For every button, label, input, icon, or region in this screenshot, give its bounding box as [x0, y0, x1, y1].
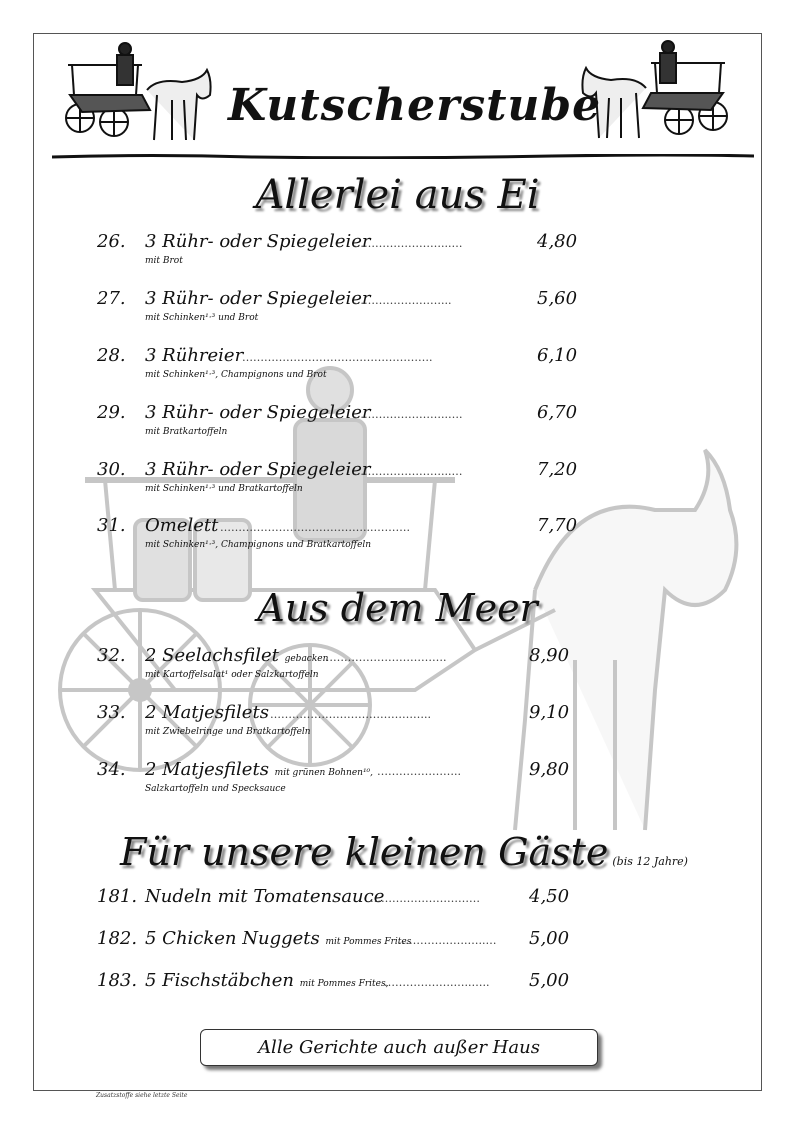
item-number: 27.: [97, 288, 126, 309]
item-number: 32.: [97, 645, 126, 666]
section-title-eggs: Allerlei aus Ei: [255, 172, 540, 218]
item-price: 5,00: [529, 928, 570, 949]
item-price: 9,80: [529, 759, 570, 780]
header-divider: [52, 154, 754, 159]
item-name: 5 Chicken Nuggets mit Pommes Frites: [145, 928, 412, 949]
item-number: 34.: [97, 759, 126, 780]
item-price: 7,70: [537, 515, 578, 536]
item-name: 2 Matjesfilets: [145, 702, 269, 723]
item-price: 4,80: [537, 231, 578, 252]
item-name: 3 Rühr- oder Spiegeleier: [145, 459, 371, 480]
item-name: 5 Fischstäbchen mit Pommes Frites,: [145, 970, 389, 991]
item-number: 26.: [97, 231, 126, 252]
item-number: 29.: [97, 402, 126, 423]
item-name: 2 Matjesfilets mit grünen Bohnen¹⁰,: [145, 759, 374, 780]
carriage-background-illustration: [58, 366, 739, 831]
item-leader-dots: …………………..: [377, 765, 461, 778]
item-leader-dots: ……………….…..…..: [384, 976, 490, 989]
item-leader-dots: …………………………….: [322, 651, 447, 664]
age-limit-note: (bis 12 Jahre): [612, 855, 688, 868]
item-name-suffix: gebacken: [284, 654, 329, 664]
item-name-suffix: mit Pommes Frites,: [299, 979, 389, 989]
item-name-suffix: mit Pommes Frites: [325, 937, 412, 947]
item-name: 3 Rühr- oder Spiegeleier: [145, 288, 371, 309]
item-leader-dots: …………………………: [370, 892, 480, 905]
item-name: 2 Seelachsfilet gebacken: [145, 645, 329, 666]
carriage-logo-right-icon: [581, 40, 728, 139]
item-number: 28.: [97, 345, 126, 366]
item-name: Nudeln mit Tomatensauce: [145, 886, 385, 907]
item-price: 7,20: [537, 459, 578, 480]
additives-footnote: Zusatzstoffe siehe letzte Seite: [96, 1092, 188, 1099]
section-title-seafood: Aus dem Meer: [257, 586, 538, 630]
item-leader-dots: ……………………...…: [353, 237, 463, 250]
item-leader-dots: ……………….…..…: [398, 934, 497, 947]
item-number: 31.: [97, 515, 126, 536]
item-description: mit Kartoffelsalat¹ oder Salzkartoffeln: [145, 670, 319, 680]
section-title-kids: Für unsere kleinen Gäste(bis 12 Jahre): [120, 830, 688, 874]
item-description: Salzkartoffeln und Specksauce: [145, 784, 286, 794]
restaurant-name: Kutscherstube: [228, 80, 602, 131]
item-leader-dots: ……………………………………..: [270, 708, 431, 721]
item-number: 30.: [97, 459, 126, 480]
item-description: mit Bratkartoffeln: [145, 427, 228, 437]
item-number: 182.: [97, 928, 138, 949]
item-leader-dots: …………………………………...……….: [220, 521, 410, 534]
item-description: mit Zwiebelringe und Bratkartoffeln: [145, 727, 311, 737]
item-name-suffix: mit grünen Bohnen¹⁰,: [274, 768, 374, 778]
item-number: 181.: [97, 886, 138, 907]
item-name: 3 Rühr- oder Spiegeleier: [145, 231, 371, 252]
carriage-logo-left-icon: [65, 42, 212, 141]
item-number: 33.: [97, 702, 126, 723]
item-name: 3 Rühr- oder Spiegeleier: [145, 402, 371, 423]
item-price: 4,50: [529, 886, 570, 907]
item-description: mit Schinken¹·³, Champignons und Brot: [145, 370, 327, 380]
item-price: 6,70: [537, 402, 578, 423]
item-price: 5,60: [537, 288, 578, 309]
item-name: Omelett: [145, 515, 219, 536]
page-frame: [33, 33, 762, 1091]
takeaway-note: Alle Gerichte auch außer Haus: [200, 1029, 598, 1066]
item-description: mit Brot: [145, 256, 183, 266]
item-price: 6,10: [537, 345, 578, 366]
item-leader-dots: ……………………..….: [353, 408, 463, 421]
item-price: 9,10: [529, 702, 570, 723]
item-leader-dots: ……………………...: [353, 294, 452, 307]
item-description: mit Schinken¹·³ und Brot: [145, 313, 259, 323]
item-number: 183.: [97, 970, 138, 991]
item-price: 5,00: [529, 970, 570, 991]
item-leader-dots: …………………………………………….: [242, 351, 433, 364]
item-description: mit Schinken¹·³ und Bratkartoffeln: [145, 484, 303, 494]
item-leader-dots: ……………………...…: [353, 465, 463, 478]
item-description: mit Schinken¹·³, Champignons und Bratkar…: [145, 540, 372, 550]
item-price: 8,90: [529, 645, 570, 666]
item-name: 3 Rühreier: [145, 345, 244, 366]
